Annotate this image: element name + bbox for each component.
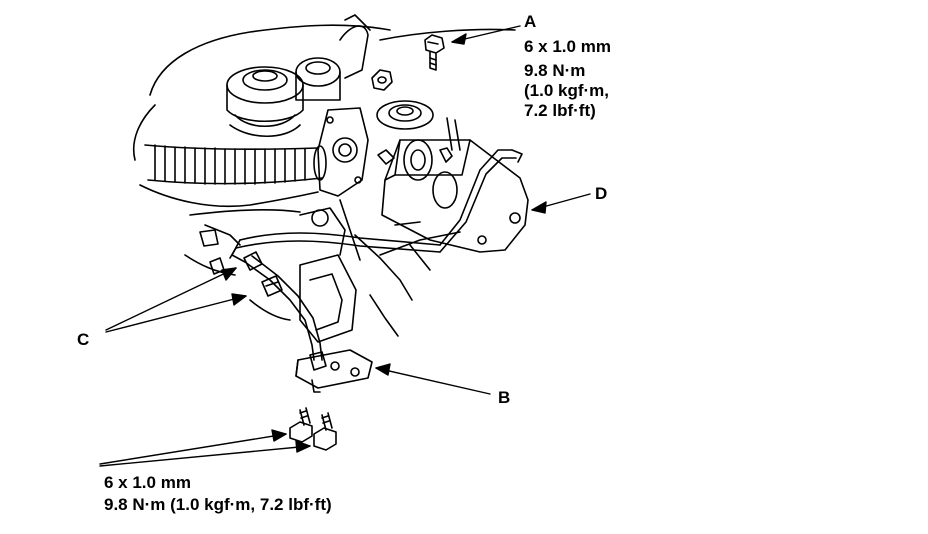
leader-lines	[99, 25, 591, 467]
bolt-lower-left-icon	[289, 407, 313, 443]
callout-c-letter: C	[77, 330, 90, 349]
reservoir-cap-icon	[226, 14, 371, 138]
callout-bottom-bolt-size: 6 x 1.0 mm	[104, 473, 191, 492]
callout-a-torque-nm: 9.8 N·m	[524, 61, 586, 80]
lower-pipe-icon	[243, 251, 323, 361]
egr-pipe-icon	[229, 149, 523, 263]
engine-body-outline	[132, 24, 516, 337]
callout-d-letter: D	[595, 184, 608, 203]
sensor-block-icon	[299, 207, 357, 343]
arrowhead-c-upper	[221, 267, 237, 281]
callout-b-letter: B	[498, 388, 511, 407]
nut-icon	[371, 69, 393, 91]
leader-line-c-upper	[105, 267, 237, 331]
leader-line-bottom-lower	[99, 445, 311, 467]
callout-a-torque-lbf: 7.2 lbf·ft)	[524, 101, 596, 120]
arrowhead-c-lower	[231, 293, 247, 306]
arrowhead-bottom-upper	[271, 429, 287, 442]
arrowhead-a	[451, 33, 467, 45]
arrowhead-d	[531, 201, 547, 214]
egr-valve-icon	[377, 117, 529, 253]
arrowhead-b	[375, 363, 391, 376]
callout-a-torque-kgf: (1.0 kgf·m,	[524, 81, 610, 100]
callout-a-bolt-size: 6 x 1.0 mm	[524, 37, 611, 56]
hose-clamp-icon	[199, 229, 225, 275]
throttle-body-flange	[317, 107, 369, 197]
corrugated-hose-icon	[144, 144, 327, 185]
leader-line-c-lower	[105, 295, 247, 333]
callout-a-letter: A	[524, 12, 537, 31]
bolt-a-icon	[424, 34, 445, 71]
gasket-icon	[376, 100, 434, 130]
leader-line-b	[375, 367, 491, 395]
arrowhead-bottom-lower	[295, 440, 311, 453]
pipe-bracket-icon	[295, 349, 373, 393]
leader-line-bottom-upper	[99, 433, 287, 465]
callout-bottom-torque: 9.8 N·m (1.0 kgf·m, 7.2 lbf·ft)	[104, 495, 332, 514]
bolt-lower-right-icon	[313, 412, 337, 451]
